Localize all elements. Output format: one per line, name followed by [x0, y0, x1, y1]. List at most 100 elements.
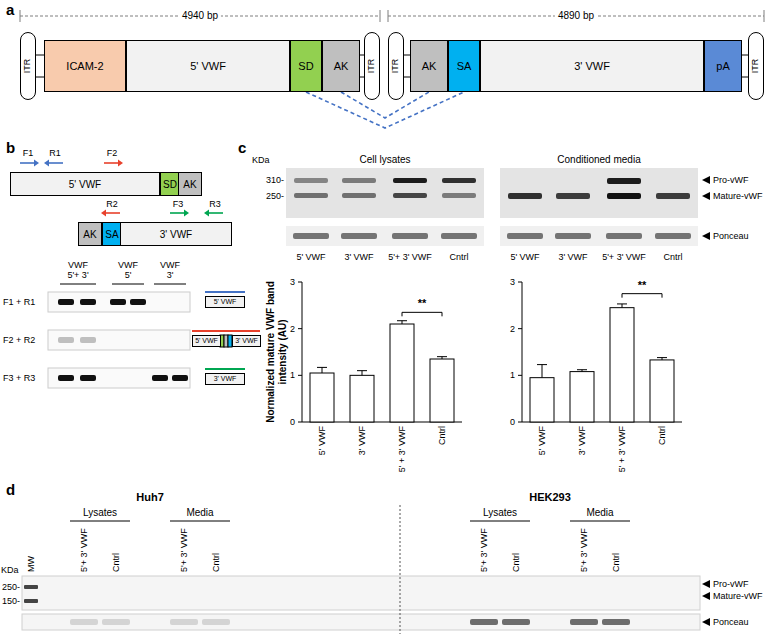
itr-oval: ITR: [364, 32, 380, 100]
ponceau-band: [293, 233, 329, 239]
figure-label: Pro-vWF: [713, 579, 749, 589]
gel-band: [58, 299, 74, 305]
ponceau-strip: [22, 614, 700, 630]
marker-size-label: KDa: [1, 565, 19, 575]
figure-label: Cntrl: [111, 553, 121, 572]
error-cap: [537, 364, 547, 365]
gel-band: [58, 375, 74, 381]
figure-label: VWF 5'+ 3': [65, 260, 91, 281]
figure-label: Media: [586, 507, 613, 519]
lane-group-line: [570, 521, 630, 522]
figure-label: VWF 5': [115, 260, 141, 281]
splice-donor-box: SD: [290, 40, 322, 92]
figure-label: Lysates: [483, 507, 517, 519]
ponceau-strip: [286, 226, 484, 246]
lane-group-line: [470, 521, 530, 522]
band-arrowhead: [702, 580, 710, 588]
band-arrowhead: [702, 192, 710, 200]
dimension-tick: [380, 10, 381, 22]
panel-letter: a: [6, 1, 14, 18]
figure-label: 5'+ 3' VWF: [179, 528, 189, 572]
ponceau-band: [392, 233, 428, 239]
protein-band: [393, 193, 427, 198]
itr-oval: ITR: [20, 32, 36, 100]
significance-mark: **: [638, 279, 647, 292]
gene-fragment-box: 5' VWF: [10, 172, 160, 196]
axis-tick: [298, 375, 302, 376]
figure-label: Cntrl: [449, 252, 468, 262]
amplicon-line: [205, 368, 245, 370]
protein-band: [393, 178, 427, 183]
box-label: 3' VWF: [235, 337, 258, 345]
primer-label: F3: [173, 199, 184, 209]
gel-band: [58, 337, 74, 343]
box-label: SD: [163, 179, 177, 190]
figure-label: Mature-vWF: [713, 591, 763, 601]
figure-label: 5' VWF: [296, 252, 325, 262]
figure-label: 3' VWF: [558, 252, 587, 262]
error-bar: [622, 304, 623, 308]
figure-label: 5'+ 3' VWF: [479, 528, 489, 572]
gel-band: [80, 375, 96, 381]
significance-bracket: [662, 294, 663, 298]
lane-group-line: [170, 521, 230, 522]
figure-label: Cntrl: [437, 426, 447, 445]
amplicon-icon-box: 3' VWF: [232, 335, 261, 347]
marker-size-label: 250-: [2, 582, 20, 592]
box-label: AK: [183, 179, 196, 190]
primer-label: F2: [107, 148, 118, 158]
recombinogenic-box: AK: [78, 222, 102, 246]
tick-label: 2: [510, 323, 515, 333]
error-cap: [357, 370, 367, 371]
data-bar: [570, 372, 594, 422]
error-bar: [322, 367, 323, 373]
marker-size-label: 250-: [266, 191, 284, 201]
error-cap: [657, 357, 667, 358]
promoter-box: ICAM-2: [44, 40, 126, 92]
protein-band: [342, 178, 376, 183]
primer-arrow: [209, 212, 223, 214]
ponceau-band: [441, 233, 477, 239]
ladder-band: [24, 585, 38, 589]
figure-label: Cell lysates: [359, 154, 410, 166]
dimension-tick: [388, 10, 389, 22]
primer-label: F1: [23, 148, 34, 158]
ponceau-band: [602, 619, 630, 625]
box-label: ITR: [23, 59, 33, 74]
primer-label: R3: [209, 199, 221, 209]
tick-label: 1: [510, 370, 515, 380]
figure-label: Mature-vWF: [713, 191, 763, 201]
ponceau-band: [570, 619, 598, 625]
tick-label: 1: [290, 370, 295, 380]
tick-label: 0: [510, 417, 515, 427]
gene-fragment-box: 3' VWF: [480, 40, 704, 92]
panel-letter: c: [238, 139, 246, 156]
box-label: ITR: [751, 59, 761, 74]
figure-label: 3' VWF: [357, 426, 367, 455]
error-cap: [617, 303, 627, 304]
protein-band: [294, 193, 328, 198]
primer-arrow: [20, 162, 34, 164]
ponceau-band: [170, 619, 198, 625]
box-label: ICAM-2: [66, 60, 103, 72]
figure-label: F1 + R1: [3, 297, 35, 307]
primer-arrow: [106, 212, 120, 214]
protein-band: [607, 178, 641, 184]
data-bar: [310, 373, 334, 422]
band-arrowhead: [702, 592, 710, 600]
ladder-band: [24, 599, 38, 603]
box-label: 3' VWF: [160, 229, 192, 240]
ponceau-band: [606, 233, 642, 239]
gel-strip: [48, 330, 190, 350]
data-bar: [390, 324, 414, 422]
primer-arrow: [104, 162, 118, 164]
box-label: ITR: [391, 59, 401, 74]
axis-tick: [518, 375, 522, 376]
data-bar: [610, 308, 634, 422]
ponceau-strip: [500, 226, 698, 246]
amplicon-line: [205, 291, 245, 293]
y-axis: [302, 282, 303, 422]
primer-arrowhead: [34, 160, 39, 167]
axis-tick: [518, 282, 522, 283]
